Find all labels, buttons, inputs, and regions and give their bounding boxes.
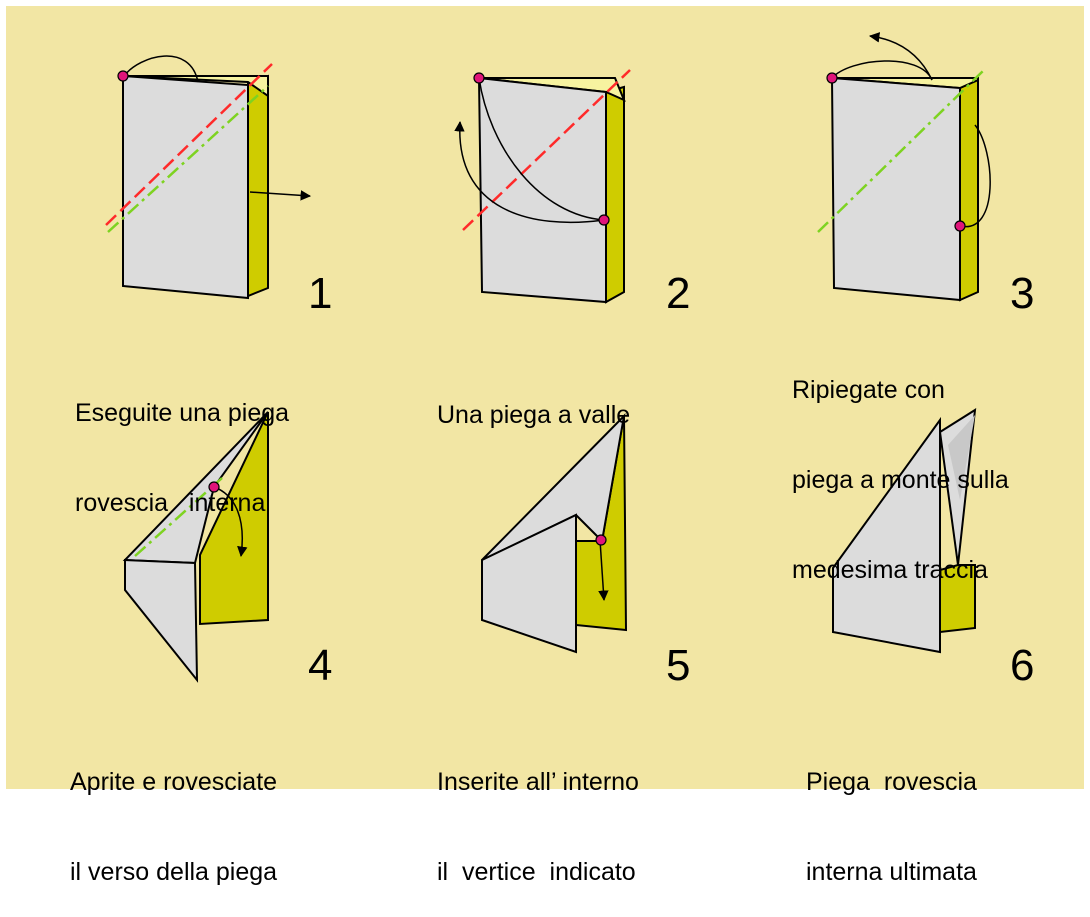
step-5-illustration: 5: [481, 413, 690, 690]
valley-fold-line: [105, 63, 273, 226]
top-edge: [122, 75, 269, 98]
back-fold-arc: [959, 124, 991, 228]
back-flap: [247, 74, 269, 298]
caption-line: il vertice indicato: [437, 858, 636, 886]
caption-line: Inserite all’ interno: [437, 768, 639, 796]
step-1-caption: Eseguite una piega rovescia interna: [75, 338, 289, 548]
step-2-caption: Una piega a valle: [437, 340, 630, 460]
fold-arc: [478, 77, 605, 221]
caption-line: Eseguite una piega: [75, 399, 290, 427]
reference-point: [117, 70, 129, 82]
reference-point: [595, 534, 607, 546]
target-point: [954, 220, 966, 232]
caption-line: Una piega a valle: [437, 401, 631, 429]
fold-arc-arrow: [454, 120, 605, 224]
insert-arrow: [598, 539, 609, 602]
caption-line: il verso della piega: [70, 858, 278, 886]
caption-line: medesima traccia: [792, 556, 988, 584]
fold-arc-arrow: [123, 55, 199, 83]
step-1-illustration: 1: [105, 55, 332, 318]
reference-point: [826, 72, 838, 84]
mountain-fold-line: [134, 477, 223, 557]
diagram-canvas: 1 2 3 4: [6, 6, 1084, 789]
caption-line: Aprite e rovesciate: [70, 768, 278, 796]
front-panel: [124, 558, 199, 683]
reference-point: [473, 72, 485, 84]
back-flap: [199, 411, 269, 626]
step-5-caption: Inserite all’ interno il vertice indicat…: [437, 707, 639, 917]
step-6-illustration: 6: [832, 408, 1034, 690]
pull-arrow: [249, 190, 312, 201]
front-panel: [477, 76, 607, 304]
front-panel: [122, 74, 249, 300]
step-4-illustration: 4: [122, 411, 332, 690]
inner-flap-shade: [948, 415, 975, 500]
front-panel: [481, 513, 577, 654]
step-3-number: 3: [1010, 269, 1034, 318]
open-arrow: [213, 486, 248, 558]
back-flap: [959, 78, 979, 302]
caption-line: interna ultimata: [806, 858, 977, 886]
step-3-caption: Ripiegate con piega a monte sulla medesi…: [792, 315, 1009, 615]
mountain-fold-line: [817, 69, 985, 233]
origami-instruction-sheet: 1 2 3 4: [6, 6, 1084, 886]
step-6-caption: Piega rovescia interna ultimata: [806, 707, 977, 917]
caption-line: piega a monte sulla: [792, 466, 1009, 494]
fold-arc: [831, 60, 933, 81]
step-4-caption: Aprite e rovesciate il verso della piega: [70, 707, 277, 917]
step-4-number: 4: [308, 641, 332, 690]
reference-point: [208, 481, 220, 493]
fold-arrow: [868, 32, 933, 81]
mountain-fold-line: [107, 85, 269, 233]
step-2-illustration: 2: [454, 69, 690, 318]
step-2-number: 2: [666, 269, 690, 318]
step-5-number: 5: [666, 641, 690, 690]
front-panel: [832, 416, 941, 654]
target-point: [598, 214, 610, 226]
step-1-number: 1: [308, 269, 332, 318]
caption-line: Ripiegate con: [792, 376, 945, 404]
caption-line: Piega rovescia: [806, 768, 977, 796]
step-3-illustration: 3: [817, 32, 1034, 318]
back-flap: [939, 564, 976, 634]
valley-fold-line: [462, 69, 631, 231]
step-6-number: 6: [1010, 641, 1034, 690]
back-flap: [605, 85, 625, 304]
caption-line: rovescia interna: [75, 489, 266, 517]
